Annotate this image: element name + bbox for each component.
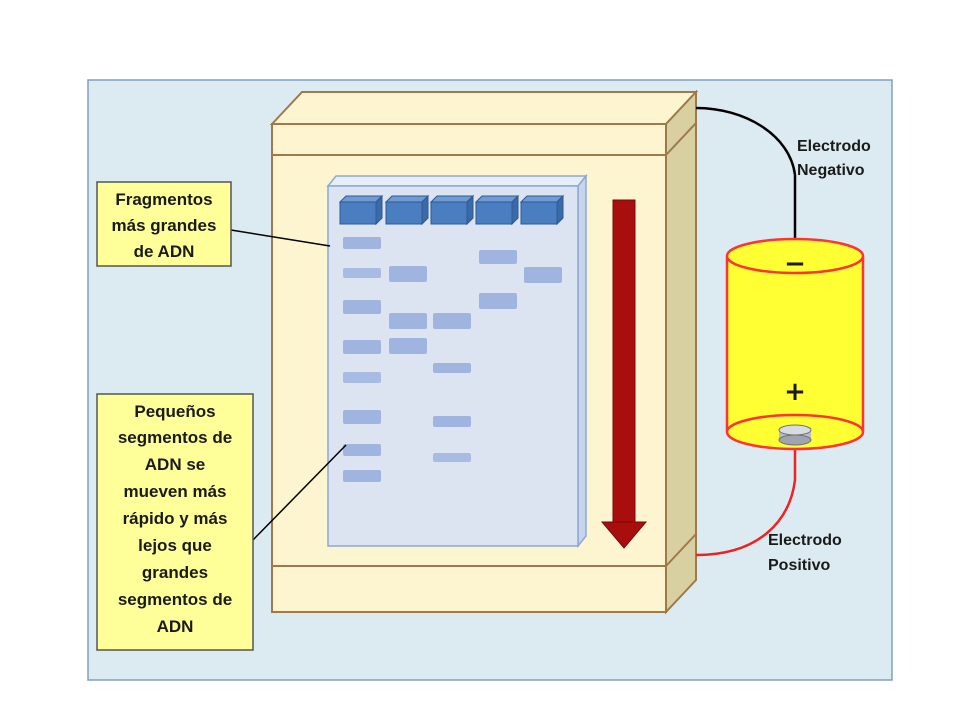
- svg-text:Electrodo: Electrodo: [797, 138, 871, 155]
- migration-arrow: [600, 199, 648, 549]
- svg-text:mueven más: mueven más: [124, 482, 227, 501]
- positive-sign: +: [784, 377, 806, 407]
- svg-text:Electrodo: Electrodo: [768, 532, 842, 549]
- dna-band: [433, 416, 471, 427]
- svg-text:Positivo: Positivo: [768, 557, 830, 574]
- dna-band: [343, 340, 381, 354]
- svg-text:Pequeños: Pequeños: [134, 402, 215, 421]
- svg-text:segmentos de: segmentos de: [118, 590, 232, 609]
- well-2: [384, 194, 430, 226]
- wells: [338, 194, 565, 226]
- svg-text:rápido y más: rápido y más: [123, 509, 228, 528]
- negative-electrode-label: Electrodo Negativo: [797, 138, 871, 179]
- battery: − +: [725, 237, 865, 451]
- dna-bands: [343, 237, 562, 482]
- dna-band: [343, 300, 381, 314]
- svg-text:más grandes: más grandes: [112, 216, 217, 235]
- svg-text:ADN: ADN: [157, 617, 194, 636]
- dna-band: [389, 338, 427, 354]
- dna-band: [433, 313, 471, 329]
- svg-text:Fragmentos: Fragmentos: [115, 190, 212, 209]
- negative-sign: −: [784, 249, 806, 279]
- tank-top-divider-side: [665, 122, 697, 156]
- large-fragments-callout: Fragmentos más grandes de ADN: [96, 181, 232, 267]
- tank-bottom-divider-side: [665, 533, 697, 567]
- positive-wire: [695, 450, 797, 557]
- small-segments-callout: Pequeños segmentos de ADN se mueven más …: [96, 393, 254, 651]
- dna-band: [389, 313, 427, 329]
- dna-band: [343, 410, 381, 424]
- small-segments-leader-line: [252, 444, 347, 541]
- battery-body: [727, 256, 863, 432]
- well-5: [519, 194, 565, 226]
- gel-top-edge: [326, 175, 588, 187]
- tank-top-face: [269, 91, 699, 125]
- dna-band: [433, 453, 471, 462]
- dna-band: [524, 267, 562, 283]
- dna-band: [343, 268, 381, 278]
- well-3: [429, 194, 475, 226]
- svg-text:de ADN: de ADN: [134, 242, 195, 261]
- dna-band: [343, 444, 381, 456]
- dna-band: [433, 363, 471, 373]
- dna-band: [479, 250, 517, 264]
- svg-text:lejos que: lejos que: [138, 536, 212, 555]
- well-4: [474, 194, 520, 226]
- dna-band: [343, 470, 381, 482]
- tank-side-face: [665, 89, 697, 615]
- svg-text:Negativo: Negativo: [797, 162, 865, 179]
- svg-text:ADN se: ADN se: [145, 455, 205, 474]
- dna-band: [343, 237, 381, 249]
- dna-band: [479, 293, 517, 309]
- battery-top-cap: [725, 237, 865, 275]
- large-fragments-leader-line: [230, 229, 331, 247]
- svg-text:segmentos de: segmentos de: [118, 428, 232, 447]
- dna-band: [343, 372, 381, 383]
- battery-terminal: [778, 424, 812, 446]
- gel-side-edge: [577, 173, 587, 549]
- negative-wire: [695, 106, 797, 250]
- gel-slab: [326, 173, 588, 549]
- positive-electrode-label: Electrodo Positivo: [768, 532, 842, 574]
- svg-text:grandes: grandes: [142, 563, 208, 582]
- dna-band: [389, 266, 427, 282]
- well-1: [338, 194, 384, 226]
